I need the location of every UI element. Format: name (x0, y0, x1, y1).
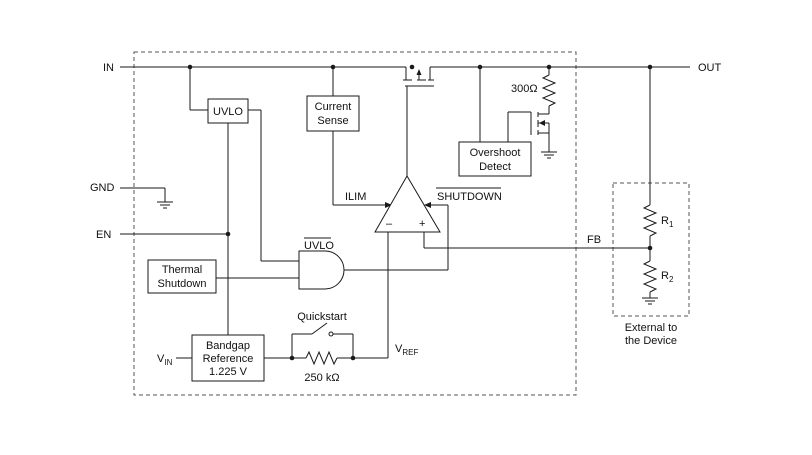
opamp-plus: + (419, 218, 425, 230)
r2-label: R2 (661, 270, 674, 284)
overshoot-detect-block (458, 141, 532, 177)
device-boundary (133, 51, 577, 396)
quickstart-switch (311, 322, 334, 337)
resistor-r2 (642, 260, 658, 293)
fb-label: FB (587, 234, 601, 246)
resistor-r1 (642, 204, 658, 237)
opamp-minus: – (386, 218, 393, 230)
resistor-300 (541, 74, 557, 107)
error-amplifier (374, 175, 441, 233)
pass-transistor (403, 67, 434, 178)
ground-symbol (157, 201, 173, 209)
current-sense-block (306, 95, 360, 132)
r-overshoot-label: 300Ω (511, 83, 538, 95)
gnd-port-label: GND (90, 182, 115, 194)
vin-label: VIN (157, 353, 173, 367)
and-gate (298, 250, 345, 290)
bandgap-label-1: Bandgap (206, 340, 250, 352)
current-sense-label-2: Sense (317, 115, 348, 127)
in-port-label: IN (103, 62, 114, 74)
overshoot-label-1: Overshoot (470, 147, 521, 159)
thermal-label-1: Thermal (162, 264, 202, 276)
ground-symbol-2 (541, 151, 557, 159)
r1-label: R1 (661, 215, 674, 229)
thermal-shutdown-block (147, 259, 217, 294)
bandgap-label-2: Reference (203, 353, 254, 365)
ilim-label: ILIM (345, 191, 366, 203)
external-label-1: External to (625, 322, 678, 334)
vref-label: VREF (395, 343, 418, 357)
bandgap-block (191, 334, 265, 382)
en-port-label: EN (96, 229, 111, 241)
ground-symbol-3 (642, 297, 658, 305)
external-label-2: the Device (625, 335, 677, 347)
r-quickstart-label: 250 kΩ (304, 372, 339, 384)
resistor-250k (305, 350, 338, 366)
uvlo-bar-label: UVLO (304, 240, 334, 252)
uvlo-label: UVLO (213, 106, 243, 118)
quickstart-label: Quickstart (297, 311, 347, 323)
out-port-label: OUT (698, 62, 722, 74)
thermal-label-2: Shutdown (158, 278, 207, 290)
shunt-transistor (507, 111, 550, 152)
current-sense-label-1: Current (315, 101, 352, 113)
bandgap-label-3: 1.225 V (209, 366, 248, 378)
overshoot-label-2: Detect (479, 161, 511, 173)
shutdown-label: SHUTDOWN (437, 191, 502, 203)
external-boundary (612, 182, 690, 317)
